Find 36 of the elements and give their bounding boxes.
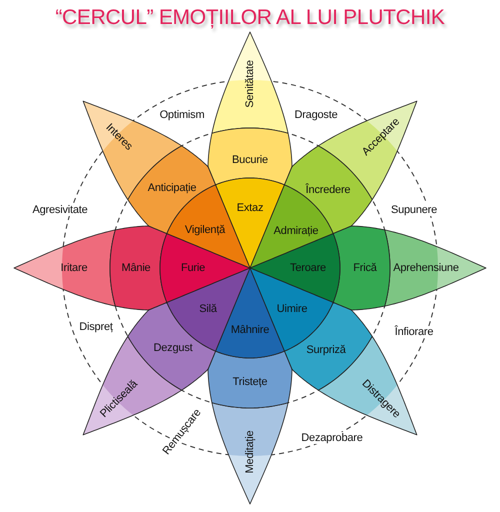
emotion-label: Mâhnire <box>230 324 270 336</box>
dyad-label: Dragoste <box>293 109 339 121</box>
emotion-label: Senitătate <box>244 60 256 108</box>
emotion-label: Mânie <box>122 262 150 274</box>
emotion-label: Vigilență <box>184 224 226 236</box>
petal-segment <box>208 351 292 408</box>
emotion-label: Anticipație <box>148 182 196 194</box>
petal-segment <box>211 402 289 504</box>
emotion-label: Frică <box>353 262 377 274</box>
emotion-label: Teroare <box>290 262 326 274</box>
dyad-label: Supunere <box>390 204 438 216</box>
emotion-label: Extaz <box>236 202 264 214</box>
petal-segment <box>208 128 292 185</box>
emotion-label: Surpriză <box>306 344 346 356</box>
dyad-label: Înfiorare <box>394 326 434 338</box>
title: “CERCUL” EMOȚIILOR AL LUI PLUTCHIK <box>55 6 445 30</box>
dyad-label: Dezaprobare <box>300 432 364 444</box>
emotion-label: Dezgust <box>154 342 192 354</box>
dyad-label: Optimism <box>158 109 206 121</box>
petal-segment <box>14 229 116 307</box>
emotion-label: Furie <box>180 262 206 274</box>
dyad-label: Dispreț <box>78 321 114 333</box>
petal-segment <box>211 32 289 134</box>
petal-segment <box>333 226 390 310</box>
emotion-label: Încredere <box>306 184 350 196</box>
emotion-label: Meditație <box>244 430 256 474</box>
emotion-label: Silă <box>199 303 217 315</box>
emotion-label: Tristețe <box>232 376 268 388</box>
emotion-label: Bucurie <box>232 154 268 166</box>
emotion-label: Uimire <box>276 303 308 315</box>
emotion-label: Iritare <box>60 262 88 274</box>
petal-segment <box>110 226 167 310</box>
dyad-label: Agresivitate <box>31 204 89 216</box>
petal-segment <box>384 229 486 307</box>
emotion-label: Aprehensiune <box>393 262 459 274</box>
emotion-label: Admirație <box>274 225 318 237</box>
